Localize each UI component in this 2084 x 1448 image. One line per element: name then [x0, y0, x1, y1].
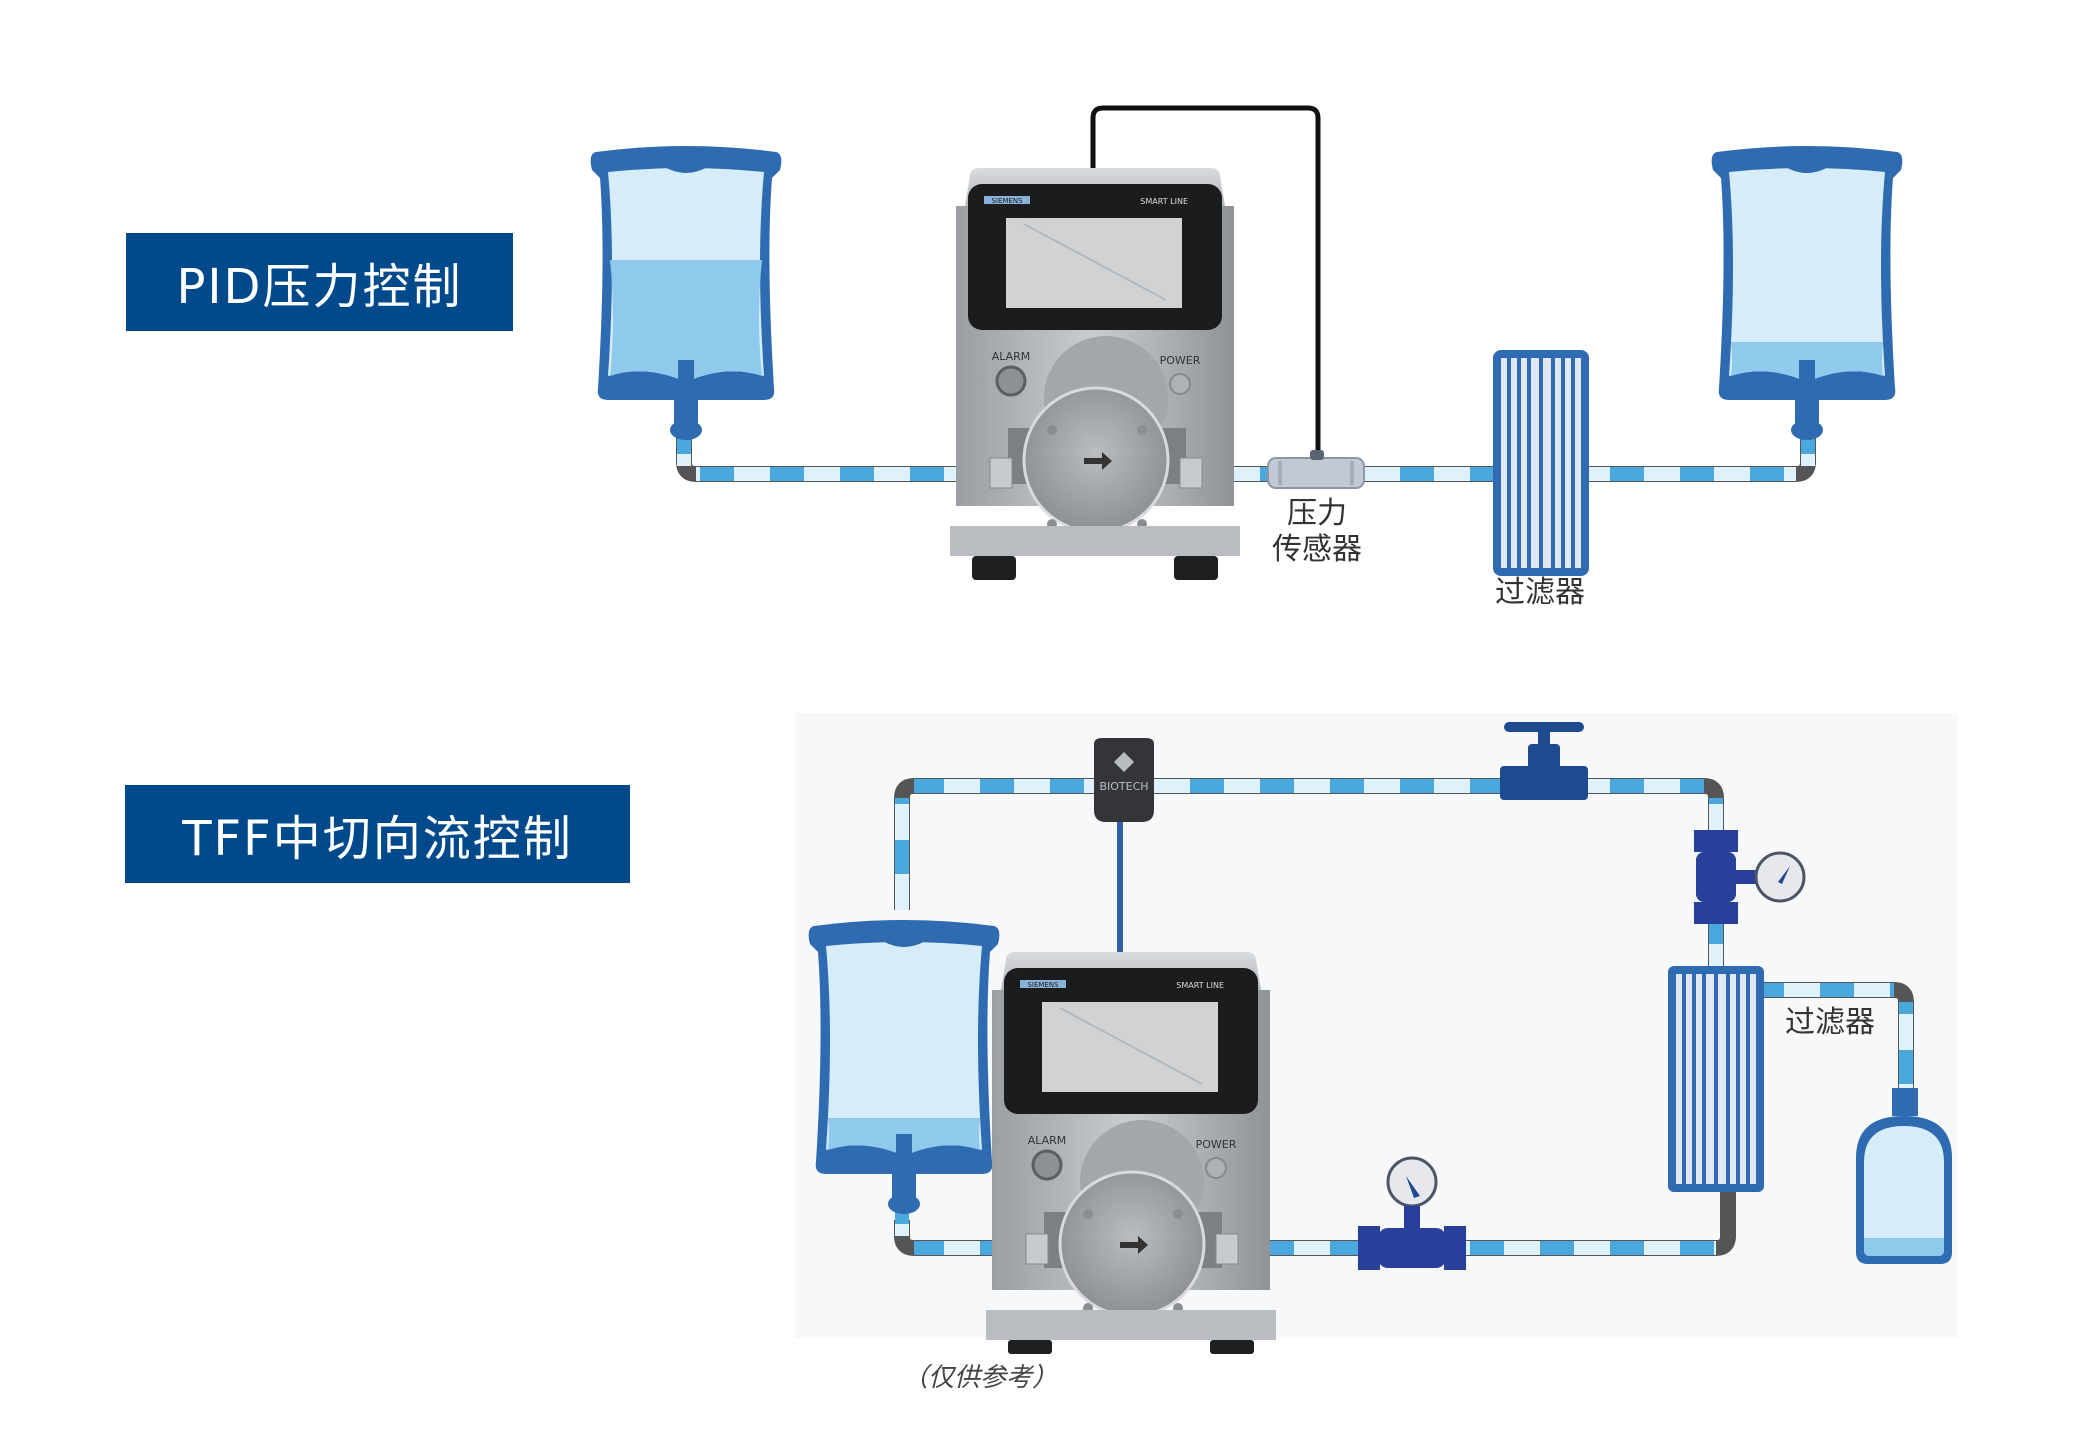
- tff-filter-label: 过滤器: [1785, 1005, 1875, 1040]
- tube-inlet: [676, 420, 985, 482]
- power-label: POWER: [1196, 1138, 1237, 1151]
- flow-direction-arrow-icon: [1084, 452, 1112, 470]
- filter-label: 过滤器: [1495, 575, 1585, 610]
- pressure-sensor-label: 压力 传感器: [1262, 496, 1372, 568]
- target-iv-bag: [1711, 146, 1903, 440]
- valve[interactable]: [1500, 722, 1588, 800]
- alarm-label: ALARM: [992, 350, 1031, 363]
- tff-section-title: TFF中切向流控制: [125, 785, 630, 883]
- tube-permeate: [1762, 982, 1914, 1096]
- flow-direction-arrow-icon: [1120, 1236, 1148, 1254]
- sensor-cable: [1090, 105, 1321, 458]
- sensor-brand: BIOTECH: [1099, 780, 1148, 793]
- pump-model: SMART LINE: [1176, 981, 1224, 990]
- pump-model: SMART LINE: [1140, 197, 1188, 206]
- power-label: POWER: [1160, 354, 1201, 367]
- reference-note: （仅供参考）: [901, 1363, 1058, 1393]
- power-button[interactable]: [1169, 373, 1191, 395]
- feed-iv-bag: [808, 920, 1000, 1214]
- source-iv-bag: [590, 146, 782, 440]
- filter: [1493, 350, 1589, 576]
- pump-brand: SIEMENS: [991, 197, 1023, 205]
- pressure-gauge-lower: [1358, 1156, 1466, 1270]
- pid-section-title: PID压力控制: [126, 233, 513, 331]
- tube-to-target: [1585, 420, 1816, 482]
- pressure-sensor-label-line2: 传感器: [1272, 532, 1362, 567]
- peristaltic-pump: SIEMENS SMART LINE ALARM POWER: [950, 168, 1240, 580]
- liquid-level: [1864, 1238, 1944, 1256]
- alarm-indicator: [995, 365, 1027, 397]
- tff-filter: [1668, 966, 1764, 1192]
- tube-recirculation-loop: [894, 778, 1724, 970]
- pid-diagram: SIEMENS SMART LINE ALARM POWER: [590, 105, 1903, 580]
- pump-brand: SIEMENS: [1027, 981, 1059, 989]
- biotech-pressure-sensor: BIOTECH: [1094, 738, 1154, 822]
- tff-diagram: BIOTECH: [808, 722, 1952, 1354]
- liquid-level: [610, 260, 762, 382]
- pressure-sensor-label-line1: 压力: [1287, 496, 1347, 531]
- tube-retentate: [1218, 1190, 1736, 1256]
- permeate-bottle: [1856, 1088, 1952, 1264]
- power-button[interactable]: [1205, 1157, 1227, 1179]
- pressure-sensor: [1267, 450, 1365, 489]
- pressure-gauge-upper: [1694, 830, 1806, 924]
- alarm-indicator: [1031, 1149, 1063, 1181]
- peristaltic-pump: SIEMENS SMART LINE ALARM POWER: [986, 952, 1276, 1354]
- alarm-label: ALARM: [1028, 1134, 1067, 1147]
